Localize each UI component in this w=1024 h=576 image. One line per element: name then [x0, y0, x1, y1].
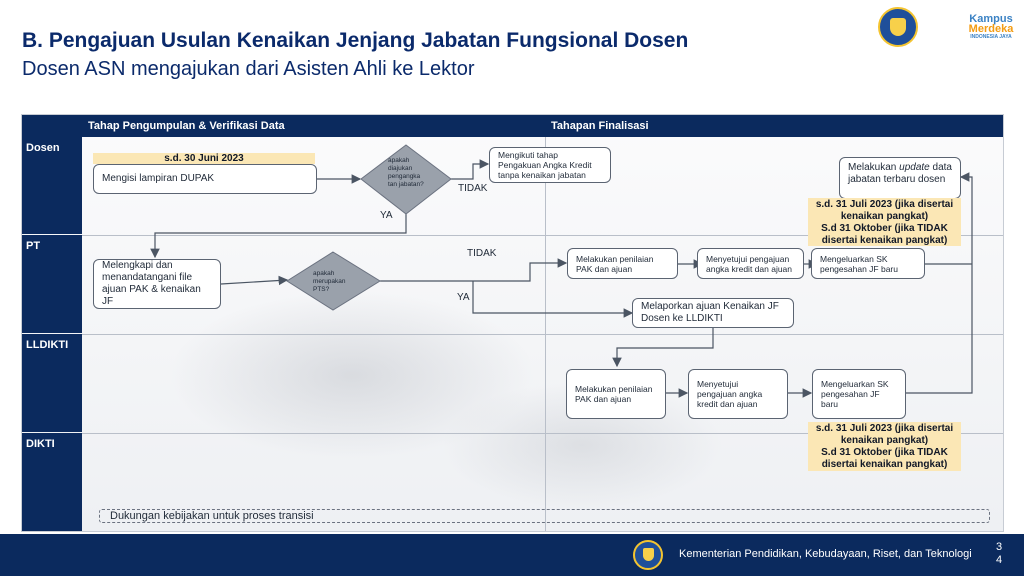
footer-ministry-logo-icon	[633, 540, 663, 570]
lane-divider	[82, 334, 1003, 335]
step-fill-dupak: Mengisi lampiran DUPAK	[93, 164, 317, 194]
footer-bar: Kementerian Pendidikan, Kebudayaan, Rise…	[0, 534, 1024, 576]
deadline-note-lldikti: s.d. 31 Juli 2023 (jika disertai kenaika…	[808, 422, 961, 471]
page-subtitle: Dosen ASN mengajukan dari Asisten Ahli k…	[22, 58, 475, 80]
arrow-complete-to-decision	[220, 275, 289, 286]
flow-label-ya: YA	[380, 210, 393, 221]
kampus-merdeka-logo: Kampus Merdeka INDONESIA JAYA	[966, 13, 1016, 41]
step-complete-sign: Melengkapi dan menandatangani file ajuan…	[93, 259, 221, 309]
step-pt-approve: Menyetujui pengajuan angka kredit dan aj…	[697, 248, 804, 279]
arrow-lldikti-sk-to-update	[906, 172, 973, 394]
flow-label-ya: YA	[457, 292, 470, 303]
arrow-report-to-lldikti	[612, 328, 714, 368]
decision-label-pt: apakah merupakan PTS?	[313, 270, 346, 293]
decision-diamond-dosen	[360, 144, 452, 215]
arrow-decision-ya	[150, 214, 407, 259]
step-lldikti-approve: Menyetujui pengajuan angka kredit dan aj…	[688, 369, 788, 419]
page-number: 34	[995, 541, 1003, 566]
deadline-note-lldikti-line2: S.d 31 Oktober (jika TIDAK disertai kena…	[821, 447, 948, 470]
lane-label-lldikti: LLDIKTI	[22, 334, 82, 432]
deadline-note-pt: s.d. 31 Juli 2023 (jika disertai kenaika…	[808, 198, 961, 246]
step-update-text-suffix: data jabatan terbaru dosen	[848, 162, 952, 185]
page-title: B. Pengajuan Usulan Kenaikan Jenjang Jab…	[22, 29, 689, 52]
decision-label-dosen: apakah diajukan pengangka tan jabatan?	[388, 157, 424, 188]
corner-cell	[22, 115, 82, 137]
lane-label-dosen: Dosen	[22, 137, 82, 234]
footer-ministry-name: Kementerian Pendidikan, Kebudayaan, Rise…	[679, 548, 972, 560]
step-pt-assess: Melakukan penilaian PAK dan ajuan	[567, 248, 678, 279]
lane-divider	[82, 235, 1003, 236]
deadline-note-pt-line1: s.d. 31 Juli 2023 (jika disertai kenaika…	[815, 199, 954, 222]
kampus-merdeka-logo-line2: Merdeka	[968, 23, 1014, 35]
tut-wuri-handayani-logo-icon	[878, 7, 918, 47]
lane-label-dikti: DIKTI	[22, 433, 82, 531]
lane-label-pt: PT	[22, 235, 82, 333]
step-update-text-em: update	[899, 162, 930, 173]
step-pt-sk: Mengeluarkan SK pengesahan JF baru	[811, 248, 925, 279]
deadline-note-lldikti-line1: s.d. 31 Juli 2023 (jika disertai kenaika…	[815, 423, 954, 446]
step-report-lldikti: Melaporkan ajuan Kenaikan JF Dosen ke LL…	[632, 298, 794, 328]
column-header-finalization: Tahapan Finalisasi	[545, 115, 1003, 137]
lane-divider	[82, 433, 1003, 434]
kampus-merdeka-logo-line1: Kampus	[969, 13, 1013, 25]
kampus-merdeka-logo-line3: INDONESIA JAYA	[970, 34, 1012, 40]
deadline-badge: s.d. 30 Juni 2023	[93, 153, 315, 164]
deadline-note-pt-line2: S.d 31 Oktober (jika TIDAK disertai kena…	[821, 223, 948, 246]
decision-diamond-pt	[286, 251, 381, 311]
column-divider	[545, 137, 546, 531]
arrow-decision-tidak	[451, 159, 490, 180]
flow-label-tidak: TIDAK	[458, 183, 488, 194]
transition-support-note: Dukungan kebijakan untuk proses transisi	[99, 509, 990, 523]
flow-label-tidak: TIDAK	[467, 248, 497, 259]
arrow-pt-tidak	[380, 258, 568, 282]
step-lldikti-sk: Mengeluarkan SK pengesahan JF baru	[812, 369, 906, 419]
step-update-data: Melakukan update data jabatan terbaru do…	[839, 157, 961, 199]
column-header-collection: Tahap Pengumpulan & Verifikasi Data	[82, 115, 545, 137]
step-lldikti-assess: Melakukan penilaian PAK dan ajuan	[566, 369, 666, 419]
step-pak-without-promotion: Mengikuti tahap Pengakuan Angka Kredit t…	[489, 147, 611, 183]
step-update-text-prefix: Melakukan	[848, 162, 900, 173]
arrow-pt-ya	[472, 281, 634, 318]
